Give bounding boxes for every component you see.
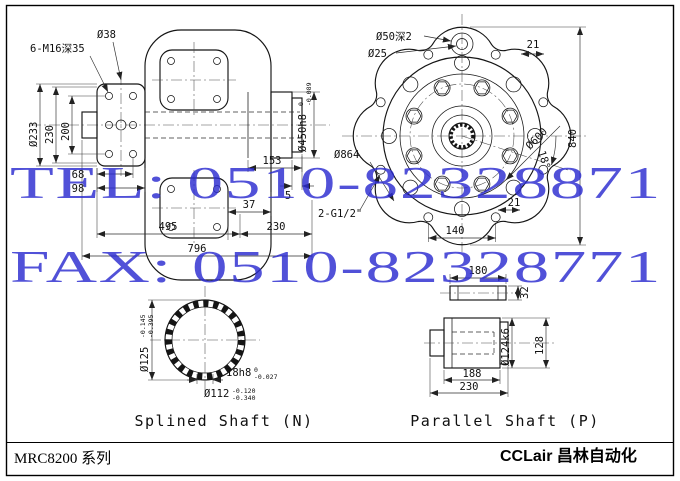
dim-d125-value: Ø125 [139,347,151,372]
piston-bores [381,55,543,217]
dim-ports: 2-G1/2" [318,208,362,220]
dim-d112-value: Ø112 [204,388,229,400]
cam-ring-outline [352,26,572,246]
watermark-tel: TEL: 0510-82328871 [10,157,662,208]
parallel-detail: 180 32 Ø124k6 128 188 230 Parallel S [410,265,600,430]
spline-detail-label: Splined Shaft (N) [134,412,313,430]
top-cover-plate [152,42,236,118]
front-concentric-circles [382,56,542,216]
dim-h37: 37 [243,199,256,211]
dim-d112-tol-upper: -0.120 [232,387,256,395]
dim-w230: 230 [460,381,479,393]
dim-d125: Ø125 -0.145 -0.395 [136,308,155,372]
front-view: Ø50深2 Ø25 21 840 Ø600 Ø864 18° 2-G1/2" 1… [318,14,586,252]
dim-group-right: 153 5 37 Ø450h8 0 -0.089 [227,82,320,240]
dim-h840: 840 [567,129,579,148]
dim-key18-tol-lower: -0.027 [254,373,278,381]
dim-d450-tol-lower: -0.089 [305,82,313,106]
dim-d112-tol-lower: -0.340 [232,394,256,402]
series-title: MRC8200 系列 [14,450,111,467]
dim-d124: Ø124k6 [500,328,512,366]
dim-d125-tol-upper: -0.145 [139,314,147,338]
dim-group-left: Ø233 230 200 [28,83,106,167]
dim-d600: Ø600 [524,126,550,152]
dim-d450-tol-upper: 0 [297,102,305,106]
watermark-fax: FAX: 0510-82328771 [10,241,662,292]
dim-group-bottom: 495 230 796 [81,140,313,260]
sheet-frame [5,4,675,477]
dim-d864: Ø864 [334,149,359,161]
dim-h68: 68 [72,169,85,181]
dim-d125-tol-lower: -0.395 [147,314,155,338]
dim-v230: 230 [44,125,56,144]
dim-w180: 180 [469,265,488,277]
dim-v200: 200 [60,122,72,141]
dim-d233: Ø233 [28,122,40,147]
dim-w188: 188 [463,368,482,380]
dim-t21: 21 [527,39,540,51]
motor-housing [144,29,303,281]
dim-bolt-note: 6-M16深35 [30,43,85,55]
dim-h98: 98 [72,183,85,195]
valley-port-holes [375,49,549,223]
dim-t32: 32 [519,286,531,299]
dim-key18-tol-upper: 0 [254,366,258,374]
dim-h495: 495 [159,221,178,233]
dim-d112: Ø112 -0.120 -0.340 [204,384,262,402]
dim-h796: 796 [188,243,207,255]
dim-a18: 18° [535,149,552,171]
dim-h5: 5 [285,190,291,202]
dim-d450: Ø450h8 0 -0.089 [294,82,313,152]
dim-d450-value: Ø450h8 [297,114,309,152]
dim-d38: Ø38 [97,29,116,41]
dim-key18: 18h8 0 -0.027 [226,363,278,381]
dim-b21: 21 [508,197,521,209]
dim-d25: Ø25 [368,48,387,60]
dim-w140: 140 [446,225,465,237]
spline-teeth [165,300,245,380]
dim-group-flange-bottom: 68 98 [72,158,146,195]
dim-h230: 230 [267,221,286,233]
dim-h153: 153 [263,155,282,167]
parallel-detail-label: Parallel Shaft (P) [410,412,600,430]
spline-detail: Ø125 -0.145 -0.395 18h8 0 -0.027 Ø112 -0… [134,286,313,430]
parallel-shaft-body [424,317,556,369]
brand-title: CCLair 昌林自动化 [500,446,637,465]
dim-d50: Ø50深2 [376,31,412,43]
side-view: 6-M16深35 Ø38 Ø233 230 200 68 98 [28,29,330,281]
dim-key18-value: 18h8 [226,367,251,379]
spline-minor-circle [171,306,239,374]
dim-h128: 128 [534,336,546,355]
